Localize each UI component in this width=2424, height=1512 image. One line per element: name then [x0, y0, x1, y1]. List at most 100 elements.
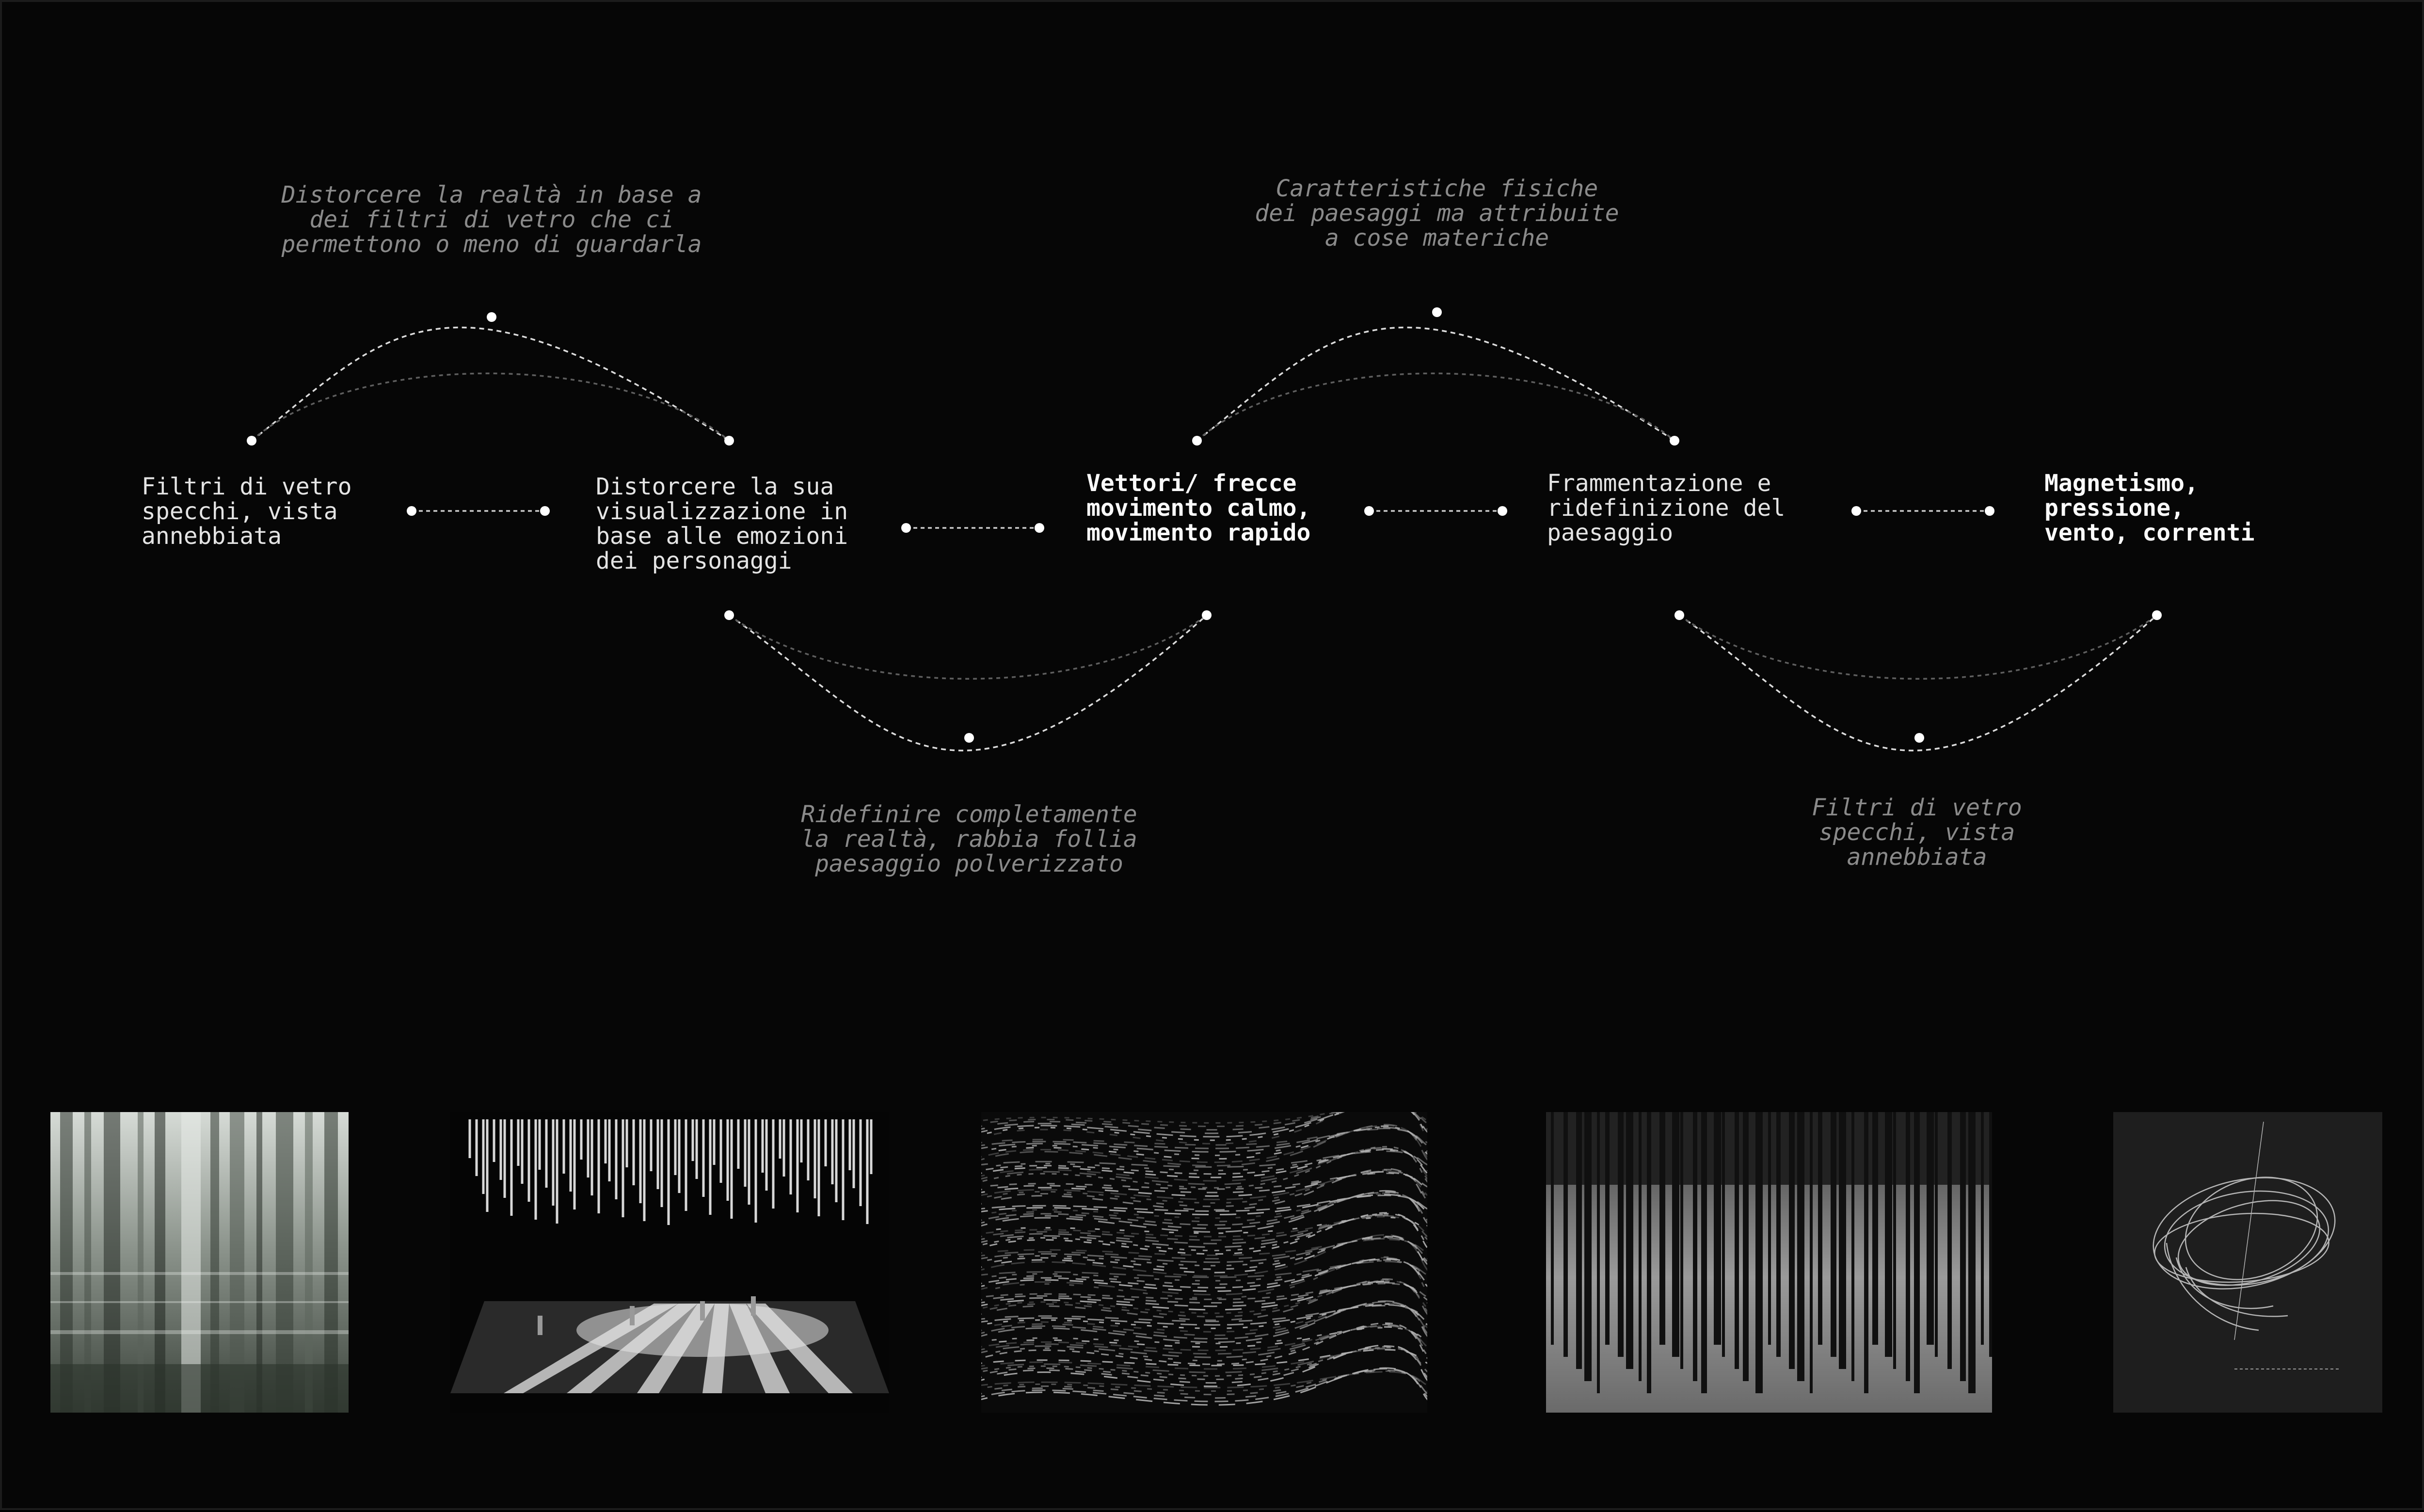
- flow-line: [981, 1281, 1427, 1307]
- image-light-swirl: [2113, 1112, 2382, 1413]
- dot: [724, 610, 734, 620]
- image-flow-field: [981, 1112, 1427, 1413]
- annotation: Ridefinire completamente la realtà, rabb…: [801, 801, 1137, 877]
- standing-rod: [1960, 1112, 1966, 1381]
- standing-rod: [1839, 1112, 1846, 1369]
- flow-line: [981, 1301, 1427, 1340]
- flow-line: [981, 1170, 1427, 1200]
- arc-inner-4: [1678, 614, 2158, 680]
- standing-rod: [1605, 1112, 1610, 1345]
- standing-rod: [1659, 1112, 1665, 1345]
- dot: [540, 506, 550, 516]
- dot: [1674, 610, 1684, 620]
- flow-line: [981, 1367, 1427, 1406]
- annotation: Filtri di vetro specchi, vista annebbiat…: [1812, 794, 2022, 871]
- image-stage-hanging-rods: [450, 1112, 889, 1413]
- flow-line: [981, 1215, 1427, 1241]
- arc-outer-2: [1196, 326, 1675, 442]
- standing-rod: [1743, 1112, 1749, 1381]
- flow-line: [981, 1347, 1427, 1377]
- dot: [1364, 506, 1374, 516]
- flow-line: [981, 1194, 1427, 1216]
- flow-line: [981, 1346, 1427, 1380]
- flow-line: [981, 1303, 1427, 1333]
- standing-rod: [1947, 1112, 1952, 1369]
- standing-rod: [1789, 1112, 1795, 1369]
- dot: [1192, 436, 1202, 446]
- standing-rod: [1935, 1112, 1938, 1357]
- standing-rod: [1647, 1112, 1651, 1393]
- flow-line: [981, 1235, 1427, 1273]
- flow-line: [981, 1327, 1427, 1344]
- flow-line: [981, 1325, 1427, 1352]
- flow-line: [981, 1128, 1427, 1146]
- dot: [247, 436, 256, 446]
- flow-line: [981, 1125, 1427, 1160]
- standing-rod: [1914, 1112, 1920, 1393]
- flow-line: [981, 1169, 1427, 1204]
- flow-line: [981, 1349, 1427, 1367]
- flow-line: [981, 1302, 1427, 1336]
- flow-line: [981, 1128, 1427, 1149]
- flow-line: [981, 1234, 1427, 1277]
- standing-rod: [1701, 1112, 1707, 1393]
- standing-rod: [1818, 1112, 1822, 1345]
- node-label: Distorcere la sua visualizzazione in bas…: [596, 473, 848, 574]
- flow-line: [981, 1190, 1427, 1233]
- standing-rod: [1693, 1112, 1697, 1381]
- standing-rod: [1584, 1112, 1592, 1381]
- flow-line: [981, 1257, 1427, 1296]
- standing-rod: [1927, 1112, 1934, 1345]
- node-label: Filtri di vetro specchi, vista annebbiat…: [142, 473, 352, 550]
- arc-outer-1: [251, 326, 730, 442]
- dot: [724, 436, 734, 446]
- standing-rod: [1597, 1112, 1600, 1393]
- flow-line: [981, 1344, 1427, 1387]
- flow-line: [981, 1127, 1427, 1153]
- dot: [1498, 506, 1507, 516]
- standing-rod: [1755, 1112, 1763, 1393]
- dot: [1851, 506, 1861, 516]
- standing-rod: [1797, 1112, 1804, 1381]
- flow-line: [981, 1324, 1427, 1355]
- flow-line: [981, 1304, 1427, 1326]
- dot: [964, 733, 974, 743]
- flow-line: [981, 1213, 1427, 1248]
- flow-line: [981, 1194, 1427, 1212]
- arc-inner-3: [728, 614, 1208, 680]
- dot: [901, 523, 911, 533]
- flow-line: [981, 1280, 1427, 1314]
- flow-line: [981, 1257, 1427, 1292]
- flow-line: [981, 1149, 1427, 1175]
- flow-line: [981, 1112, 1427, 1131]
- flow-line: [981, 1369, 1427, 1396]
- flow-line: [981, 1112, 1427, 1138]
- flow-line: [981, 1146, 1427, 1189]
- node-label: Vettori/ frecce movimento calmo, movimen…: [1086, 470, 1311, 546]
- flow-line: [981, 1124, 1427, 1167]
- standing-rod: [1768, 1112, 1771, 1345]
- dot: [1914, 733, 1924, 743]
- dot: [1202, 610, 1212, 620]
- flow-line: [981, 1112, 1427, 1128]
- flow-line: [981, 1214, 1427, 1244]
- standing-rod: [1626, 1112, 1633, 1369]
- flow-line: [981, 1258, 1427, 1289]
- standing-rod: [1551, 1112, 1554, 1345]
- standing-rod: [1989, 1112, 1992, 1357]
- flow-line: [981, 1168, 1427, 1211]
- flow-line: [981, 1216, 1427, 1238]
- standing-rod: [1906, 1112, 1910, 1381]
- arc-inner-1: [251, 372, 730, 442]
- standing-rod: [1618, 1112, 1624, 1357]
- standing-rod: [1851, 1112, 1854, 1381]
- flow-line: [981, 1283, 1427, 1300]
- standing-rod: [1735, 1112, 1739, 1369]
- standing-rod: [1885, 1112, 1892, 1357]
- flow-line: [981, 1150, 1427, 1168]
- node-label: Frammentazione e ridefinizione del paesa…: [1547, 470, 1786, 546]
- standing-rod: [1981, 1112, 1984, 1345]
- flow-line: [981, 1191, 1427, 1229]
- annotation: Caratteristiche fisiche dei paesaggi ma …: [1255, 175, 1619, 252]
